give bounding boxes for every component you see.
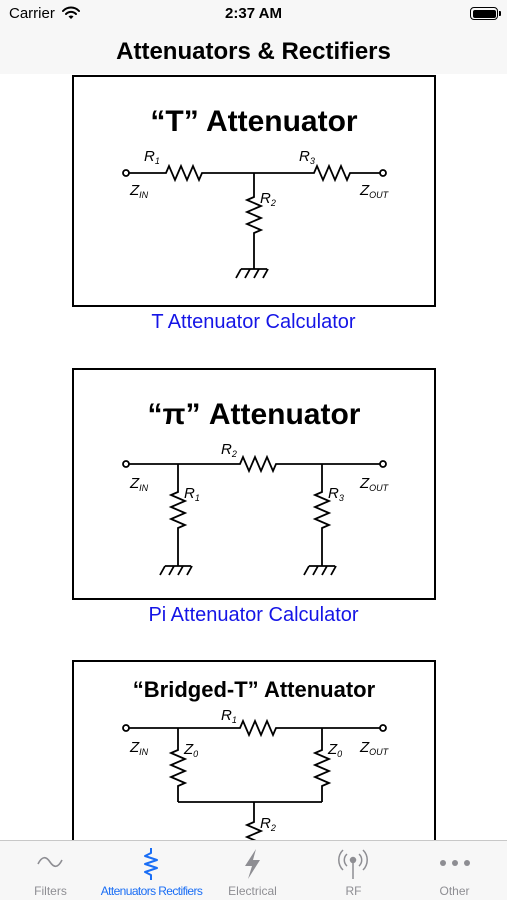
resistor-icon <box>144 848 158 880</box>
r1-label: R1 <box>221 707 237 725</box>
carrier-label: Carrier <box>9 5 55 22</box>
tab-other-label: Other <box>439 884 470 898</box>
r2-label: R2 <box>260 190 276 208</box>
t-attenuator-calculator-link[interactable]: T Attenuator Calculator <box>151 311 356 333</box>
sine-wave-icon <box>37 856 63 868</box>
diagram-title: “T” Attenuator <box>150 105 358 138</box>
status-bar: Carrier 2:37 AM <box>0 0 507 30</box>
zin-label: ZIN <box>129 475 149 493</box>
tab-bar: Filters Attenuators Rectifiers Electrica… <box>0 840 507 900</box>
r2-label: R2 <box>260 815 276 833</box>
z0-right-label: Z0 <box>327 741 342 759</box>
scroll-content[interactable]: “T” Attenuator R1 R3 R2 ZIN ZOUT T Atten… <box>0 74 507 840</box>
tab-rf-label: RF <box>345 884 362 898</box>
diagram-title: “π” Attenuator <box>148 398 361 431</box>
r3-label: R3 <box>299 148 315 166</box>
zout-label: ZOUT <box>359 182 390 200</box>
zout-label: ZOUT <box>359 739 390 757</box>
wifi-icon <box>62 6 80 25</box>
pi-attenuator-calculator-link[interactable]: Pi Attenuator Calculator <box>148 604 359 626</box>
zin-label: ZIN <box>129 182 149 200</box>
clock-time: 2:37 AM <box>225 5 282 22</box>
tab-filters[interactable]: Filters <box>0 841 101 900</box>
t-attenuator-diagram[interactable]: “T” Attenuator R1 R3 R2 ZIN ZOUT <box>72 75 436 307</box>
z0-left-label: Z0 <box>183 741 198 759</box>
r2-label: R2 <box>221 441 237 459</box>
lightning-icon <box>245 849 260 879</box>
r3-label: R3 <box>328 485 344 503</box>
tab-electrical[interactable]: Electrical <box>202 841 303 900</box>
diagram-title: “Bridged-T” Attenuator <box>133 677 376 702</box>
tab-rf[interactable]: RF <box>303 841 404 900</box>
battery-icon <box>470 7 501 20</box>
r1-label: R1 <box>184 485 200 503</box>
more-dots-icon <box>440 860 470 866</box>
tab-other[interactable]: Other <box>404 841 505 900</box>
tab-filters-label: Filters <box>34 884 67 898</box>
page-title: Attenuators & Rectifiers <box>116 38 391 65</box>
r1-label: R1 <box>144 148 160 166</box>
navigation-bar: Attenuators & Rectifiers <box>0 30 507 74</box>
bridged-t-attenuator-diagram[interactable]: “Bridged-T” Attenuator R1 Z0 Z0 R2 ZIN Z… <box>72 660 436 840</box>
tab-electrical-label: Electrical <box>228 884 277 898</box>
antenna-icon <box>338 849 368 879</box>
tab-attenuators-label: Attenuators Rectifiers <box>100 884 203 898</box>
tab-attenuators-rectifiers[interactable]: Attenuators Rectifiers <box>101 841 203 900</box>
battery-fill <box>472 9 496 18</box>
pi-attenuator-diagram[interactable]: “π” Attenuator R2 R1 R3 ZIN ZOUT <box>72 368 436 600</box>
zin-label: ZIN <box>129 739 149 757</box>
zout-label: ZOUT <box>359 475 390 493</box>
